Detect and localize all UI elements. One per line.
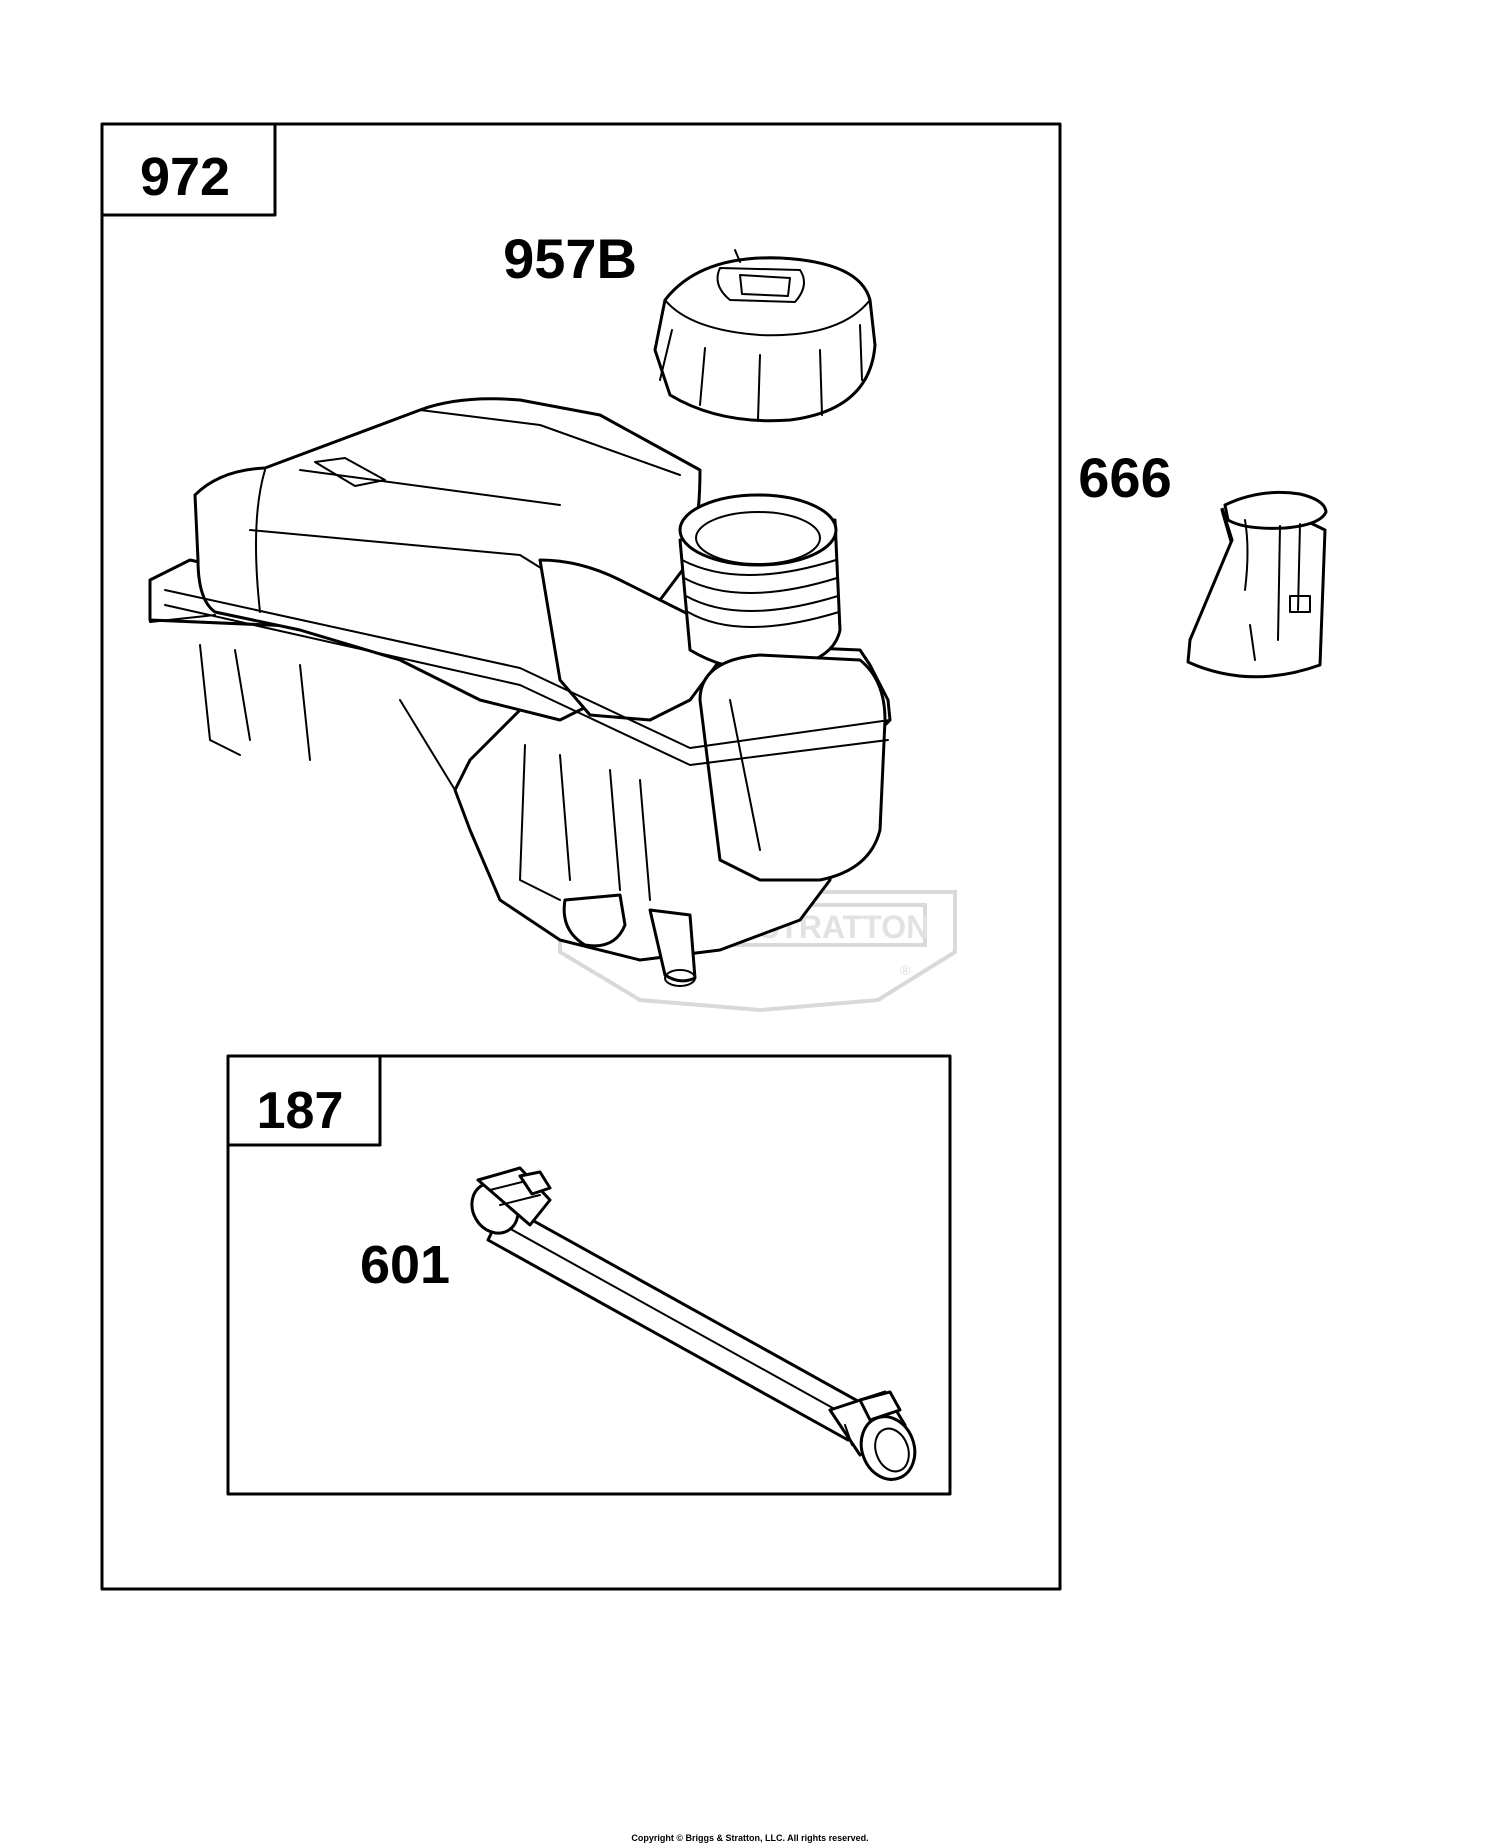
kit-187-box: 187 xyxy=(226,1054,952,1496)
kit-187-label: 187 xyxy=(257,1082,344,1140)
copyright-text: Copyright © Briggs & Stratton, LLC. All … xyxy=(631,1833,868,1843)
fuel-cap-957B: 957B xyxy=(503,227,877,423)
kit-972-label: 972 xyxy=(140,147,230,207)
part-957B-label: 957B xyxy=(503,227,637,290)
watermark-registered: ® xyxy=(900,962,911,978)
bushing-666: 666 xyxy=(1078,446,1328,679)
part-601-label: 601 xyxy=(360,1235,450,1295)
fuel-line-601: 601 xyxy=(360,1166,917,1481)
fuel-tank xyxy=(148,397,892,987)
part-666-label: 666 xyxy=(1078,446,1171,509)
kit-972-box: 972 xyxy=(100,122,1062,1591)
